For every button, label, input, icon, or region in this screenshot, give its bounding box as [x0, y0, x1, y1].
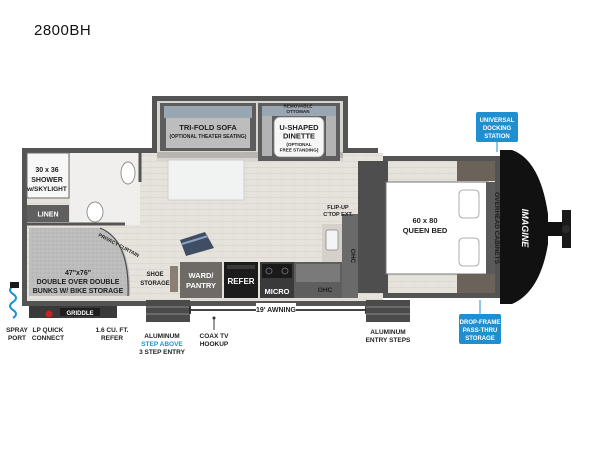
bunk-label: DOUBLE OVER DOUBLE	[37, 279, 120, 286]
bed-label: QUEEN BED	[403, 226, 448, 235]
bunk-bike-storage: BUNKS W/ BIKE STORAGE	[33, 288, 124, 295]
dinette-ottoman-1: REMOVABLE	[283, 104, 312, 109]
steps-right-2: ENTRY STEPS	[366, 337, 411, 344]
floor-window-reflection	[167, 159, 245, 201]
ohc-vertical-label: OHC	[349, 249, 356, 264]
steps-left-3: 3 STEP ENTRY	[139, 349, 186, 356]
steps-right-1: ALUMINUM	[370, 329, 405, 336]
spray-port-2: PORT	[8, 335, 26, 342]
exterior: GRIDDLE 19' AWNING	[9, 282, 410, 330]
storage-3: STORAGE	[465, 336, 495, 342]
shower-label: SHOWER	[31, 177, 63, 184]
callouts: SPRAY PORT LP QUICK CONNECT 1.6 CU. FT. …	[6, 327, 411, 356]
shower-size: 30 x 36	[35, 167, 58, 174]
toilet	[86, 201, 104, 223]
shoe-storage-2: STORAGE	[140, 281, 170, 287]
bunk-size: 47"x76"	[65, 270, 91, 277]
overhead-cabinets-label: OVERHEAD CABINETS	[493, 192, 500, 265]
u-shaped-dinette: REMOVABLE OTTOMAN U-SHAPED DINETTE (OPTI…	[258, 103, 340, 161]
shower-skylight: w/SKYLIGHT	[26, 186, 67, 193]
tri-fold-sofa: TRI-FOLD SOFA (OPTIONAL THEATER SEATING)	[160, 103, 256, 151]
shoe-storage-1: SHOE	[146, 272, 163, 278]
pass-thru-storage-badge: DROP-FRAME PASS-THRU STORAGE	[459, 300, 501, 344]
lp-1: LP QUICK	[33, 327, 64, 334]
griddle-label: GRIDDLE	[67, 311, 94, 317]
sofa-label: TRI-FOLD SOFA	[179, 123, 237, 132]
lp-2: CONNECT	[32, 335, 64, 342]
model-name: 2800BH	[34, 22, 92, 39]
steps-left-1: ALUMINUM	[144, 333, 179, 340]
micro-label: MICRO	[265, 287, 290, 296]
docking-2: DOCKING	[483, 126, 512, 132]
steps-left-2: STEP ABOVE	[141, 341, 183, 348]
bedroom: 60 x 80 QUEEN BED OVERHEAD CABINETS	[358, 161, 500, 293]
brand-logo: IMAGINE	[520, 209, 530, 248]
refer-ext-1: 1.6 CU. FT.	[96, 327, 129, 334]
recliner	[180, 232, 214, 256]
dinette-option-1: (OPTIONAL	[286, 142, 311, 147]
spray-port-1: SPRAY	[6, 327, 28, 334]
docking-3: STATION	[484, 134, 509, 140]
flipup-2: C'TOP EXT.	[323, 212, 353, 218]
coax-2: HOOKUP	[200, 341, 229, 348]
bunk-room: PRIVACY CURTAIN 47"x76" DOUBLE OVER DOUB…	[29, 227, 140, 297]
dinette-label-2: DINETTE	[283, 132, 315, 141]
linen-label: LINEN	[38, 212, 59, 219]
bed-size: 60 x 80	[412, 216, 437, 225]
dinette-ottoman-2: OTTOMAN	[286, 109, 310, 114]
sofa-sublabel: (OPTIONAL THEATER SEATING)	[170, 134, 247, 140]
storage-2: PASS-THRU	[463, 328, 498, 334]
docking-station-badge: UNIVERSAL DOCKING STATION	[476, 112, 518, 152]
docking-1: UNIVERSAL	[480, 118, 515, 124]
dinette-label-1: U-SHAPED	[279, 123, 319, 132]
refer-ext-2: REFER	[101, 335, 123, 342]
pantry-label: PANTRY	[186, 281, 216, 290]
coax-1: COAX TV	[200, 333, 230, 340]
awning-label: 19' AWNING	[256, 307, 296, 314]
kitchen: SHOE STORAGE WARD/ PANTRY REFER MICRO FL…	[140, 205, 358, 298]
sink	[120, 161, 136, 185]
refer-label: REFER	[227, 277, 254, 286]
dinette-option-2: FREE STANDING)	[280, 148, 319, 153]
storage-1: DROP-FRAME	[460, 320, 501, 326]
front-cap: IMAGINE	[500, 150, 571, 304]
ward-label: WARD/	[189, 271, 215, 280]
flipup-1: FLIP-UP	[327, 205, 349, 211]
bathroom: 30 x 36 SHOWER w/SKYLIGHT LINEN	[26, 152, 142, 226]
ohc-label: OHC	[318, 287, 333, 294]
